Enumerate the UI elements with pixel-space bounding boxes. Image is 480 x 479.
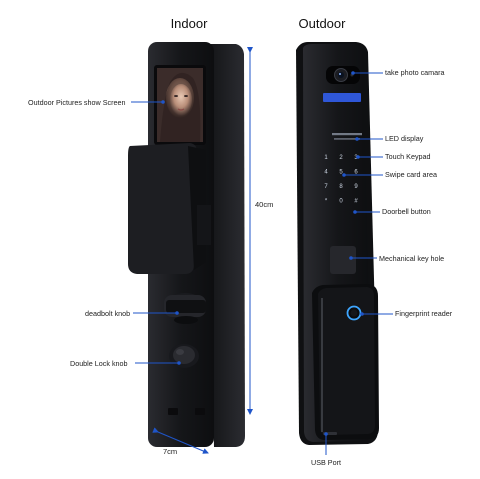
double-lock-knob[interactable]: [169, 344, 199, 368]
led-bar: [323, 93, 361, 102]
svg-text:Doorbell button: Doorbell button: [382, 207, 431, 216]
outdoor-unit: 1 2 3 4 5 6 7 8 9 * 0 #: [296, 42, 379, 445]
indoor-unit: [128, 42, 245, 447]
keypad-key[interactable]: 7: [324, 184, 328, 190]
svg-text:Mechanical key hole: Mechanical key hole: [379, 254, 444, 263]
keyhole-cover: [330, 246, 356, 274]
label-usb: USB Port: [311, 432, 341, 467]
label-doorbell: Doorbell button: [353, 207, 431, 216]
indoor-screw-right: [195, 408, 205, 415]
heading-outdoor: Outdoor: [299, 16, 347, 31]
svg-text:40cm: 40cm: [255, 200, 273, 209]
svg-text:USB Port: USB Port: [311, 458, 341, 467]
indoor-handle: [128, 143, 197, 274]
keypad-key[interactable]: 0: [339, 199, 343, 205]
dimension-height: 40cm: [247, 47, 273, 415]
svg-text:take photo camara: take photo camara: [385, 68, 445, 77]
label-keypad: Touch Keypad: [356, 152, 431, 161]
keypad-key[interactable]: 6: [354, 170, 358, 176]
keypad-key[interactable]: 3: [354, 155, 358, 161]
fingerprint-handle: [312, 284, 379, 440]
svg-text:Fingerprint reader: Fingerprint reader: [395, 309, 453, 318]
indoor-handle-mount: [197, 205, 211, 245]
indoor-side-panel: [205, 44, 245, 447]
led-display: [332, 133, 362, 140]
label-screen: Outdoor Pictures show Screen: [28, 98, 165, 107]
heading-indoor: Indoor: [171, 16, 209, 31]
label-led-display: LED display: [355, 134, 424, 143]
keypad-key[interactable]: 5: [339, 170, 343, 176]
label-double-lock: Double Lock knob: [70, 359, 181, 368]
indoor-screw-left: [168, 408, 178, 415]
svg-text:deadbolt knob: deadbolt knob: [85, 309, 130, 318]
keypad-key[interactable]: 9: [354, 184, 358, 190]
indoor-screen: [157, 68, 203, 142]
label-card-area: Swipe card area: [342, 170, 437, 179]
svg-text:7cm: 7cm: [163, 447, 177, 456]
touch-keypad[interactable]: 1 2 3 4 5 6 7 8 9 * 0 #: [324, 155, 358, 205]
label-deadbolt: deadbolt knob: [85, 309, 179, 318]
svg-text:Touch Keypad: Touch Keypad: [385, 152, 431, 161]
svg-text:Swipe card area: Swipe card area: [385, 170, 437, 179]
keypad-key[interactable]: 2: [339, 155, 343, 161]
keypad-key[interactable]: 1: [324, 155, 328, 161]
svg-text:LED display: LED display: [385, 134, 424, 143]
dimension-width: 7cm: [152, 427, 209, 456]
keypad-key[interactable]: 4: [324, 170, 328, 176]
svg-text:Outdoor Pictures show Screen: Outdoor Pictures show Screen: [28, 98, 125, 107]
camera: [326, 66, 360, 84]
keypad-key[interactable]: *: [325, 199, 328, 205]
fingerprint-reader[interactable]: [346, 305, 362, 321]
keypad-key[interactable]: #: [354, 199, 358, 205]
keypad-key[interactable]: 8: [339, 184, 343, 190]
label-keyhole: Mechanical key hole: [349, 254, 444, 263]
label-fingerprint: Fingerprint reader: [360, 309, 453, 318]
label-camera: take photo camara: [351, 68, 445, 77]
svg-text:Double Lock knob: Double Lock knob: [70, 359, 128, 368]
